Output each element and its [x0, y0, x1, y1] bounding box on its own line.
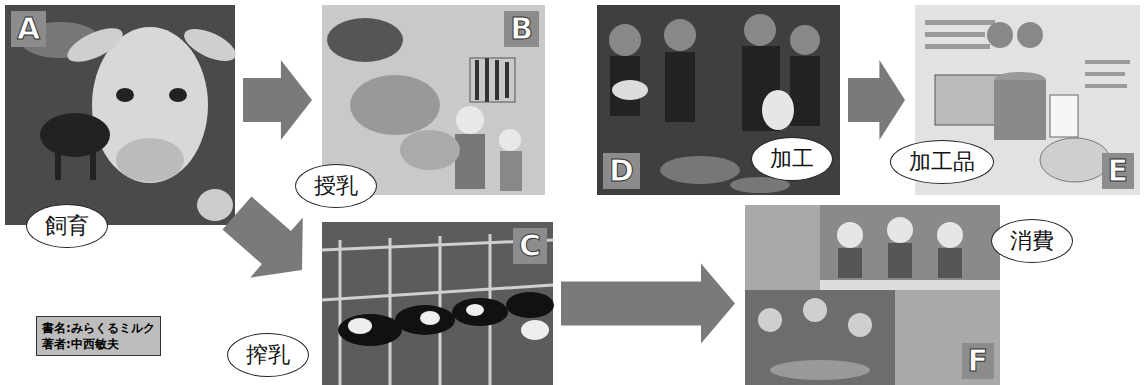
panel-letter: B — [504, 11, 539, 47]
speech-bubble: 消費 — [991, 219, 1073, 263]
flow-arrow — [243, 60, 312, 140]
panel-letter: C — [513, 228, 547, 264]
book-info-line: 著者:中西敏夫 — [42, 336, 155, 352]
photo-panel: F — [745, 205, 1000, 385]
speech-bubble: 搾乳 — [227, 333, 309, 377]
panel-letter: D — [603, 153, 640, 189]
photo-panel: D 加工 — [597, 5, 840, 195]
flow-arrow — [223, 197, 303, 278]
book-info-line: 書名:みらくるミルク — [42, 320, 155, 336]
speech-bubble: 授乳 — [295, 164, 377, 208]
photo-panel: C — [322, 222, 553, 385]
bubble-label: 加工品 — [909, 149, 975, 175]
photo-panel: A — [5, 5, 235, 225]
speech-bubble: 加工 — [751, 137, 833, 181]
flow-arrow — [561, 264, 735, 344]
bubble-label: 授乳 — [314, 173, 358, 199]
bubble-label: 消費 — [1010, 228, 1054, 254]
panel-letter: A — [11, 11, 46, 47]
panel-letter: E — [1102, 153, 1135, 189]
flow-arrow — [848, 60, 905, 140]
speech-bubble: 加工品 — [890, 140, 994, 184]
bubble-label: 搾乳 — [246, 342, 290, 368]
speech-bubble: 飼育 — [26, 204, 108, 248]
book-info-box: 書名:みらくるミルク著者:中西敏夫 — [36, 316, 161, 356]
panel-letter: F — [962, 343, 995, 379]
bubble-label: 加工 — [770, 146, 814, 172]
bubble-label: 飼育 — [45, 213, 89, 239]
